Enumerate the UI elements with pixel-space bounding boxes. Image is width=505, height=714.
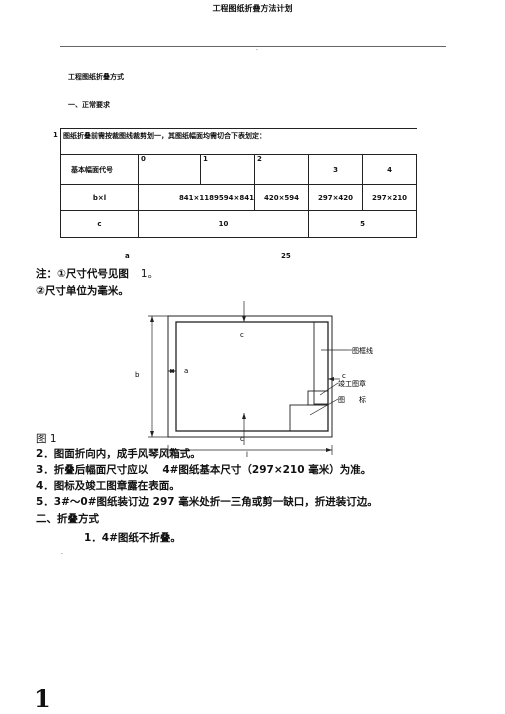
dim-b-label: b: [135, 371, 140, 379]
section-2-title: 二、折叠方式: [36, 513, 99, 525]
item-5: 5．3#～0#图纸装订边 297 毫米处折一三角或剪一缺口，折进装订边。: [36, 496, 378, 508]
item-2: 2．图面折向内，成手风琴风箱式。: [36, 448, 201, 460]
dim-a-label: a: [184, 367, 188, 375]
dim-l-label: l: [246, 451, 248, 459]
bxl-label: b×l: [60, 184, 139, 211]
sheet-layout-diagram: b l a c c c 图框线 竣工图章 图 标: [135, 301, 373, 459]
c-value-2: 5: [307, 210, 418, 238]
item-1-number: 1: [53, 131, 58, 139]
bxl-values: 841×1189594×841: [138, 184, 255, 211]
code-3: 3: [308, 154, 363, 185]
sheet-outline: [167, 315, 333, 438]
stamp-box: [307, 390, 329, 406]
figure-caption: 图 1: [36, 433, 57, 445]
code-1: 1: [200, 154, 255, 185]
leader-title: [309, 398, 339, 416]
page-header: 工程图纸折叠方法计划: [212, 4, 293, 13]
c-label: c: [60, 210, 139, 238]
sub-item-1: 1．4#图纸不折叠。: [84, 532, 181, 544]
header-rule: [60, 46, 446, 47]
bxl-v3: 297×420: [308, 184, 363, 211]
label-frame-line: 图框线: [352, 346, 373, 355]
code-0: 0: [138, 154, 201, 185]
c-value: 10: [138, 210, 309, 238]
row-label: 基本幅面代号: [60, 154, 139, 185]
dim-c-right-label: c: [342, 372, 346, 380]
item-4: 4．图标及竣工图章露在表面。: [36, 480, 180, 492]
label-stamp: 竣工图章: [338, 379, 366, 388]
item-1-text: 图纸折叠前需按裁图线裁剪划一，其图纸幅面均需切合下表划定：: [59, 128, 417, 155]
a-label: a: [125, 252, 130, 260]
doc-heading: 工程图纸折叠方式: [68, 73, 124, 81]
label-title-block: 图 标: [338, 395, 366, 404]
paper-size-table: 图纸折叠前需按裁图线裁剪划一，其图纸幅面均需切合下表划定： 基本幅面代号 0 1…: [59, 128, 418, 238]
binding-strip: [313, 321, 329, 405]
stray-dot: .: [61, 549, 63, 556]
frame-line: [175, 321, 329, 432]
dim-c-bottom-label: c: [240, 435, 244, 443]
a-value: 25: [281, 252, 291, 260]
code-2: 2: [254, 154, 309, 185]
leader-stamp: [319, 382, 339, 396]
title-block: [289, 404, 329, 432]
header-dot: .: [256, 45, 258, 52]
page-number: 1: [34, 684, 51, 713]
bxl-v4: 297×210: [361, 184, 418, 211]
dim-c-top-label: c: [240, 331, 244, 339]
bxl-v2: 420×594: [254, 184, 309, 211]
code-4: 4: [361, 154, 418, 185]
note-2: ②尺寸单位为毫米。: [36, 285, 129, 297]
section-1-title: 一、正常要求: [68, 101, 110, 109]
